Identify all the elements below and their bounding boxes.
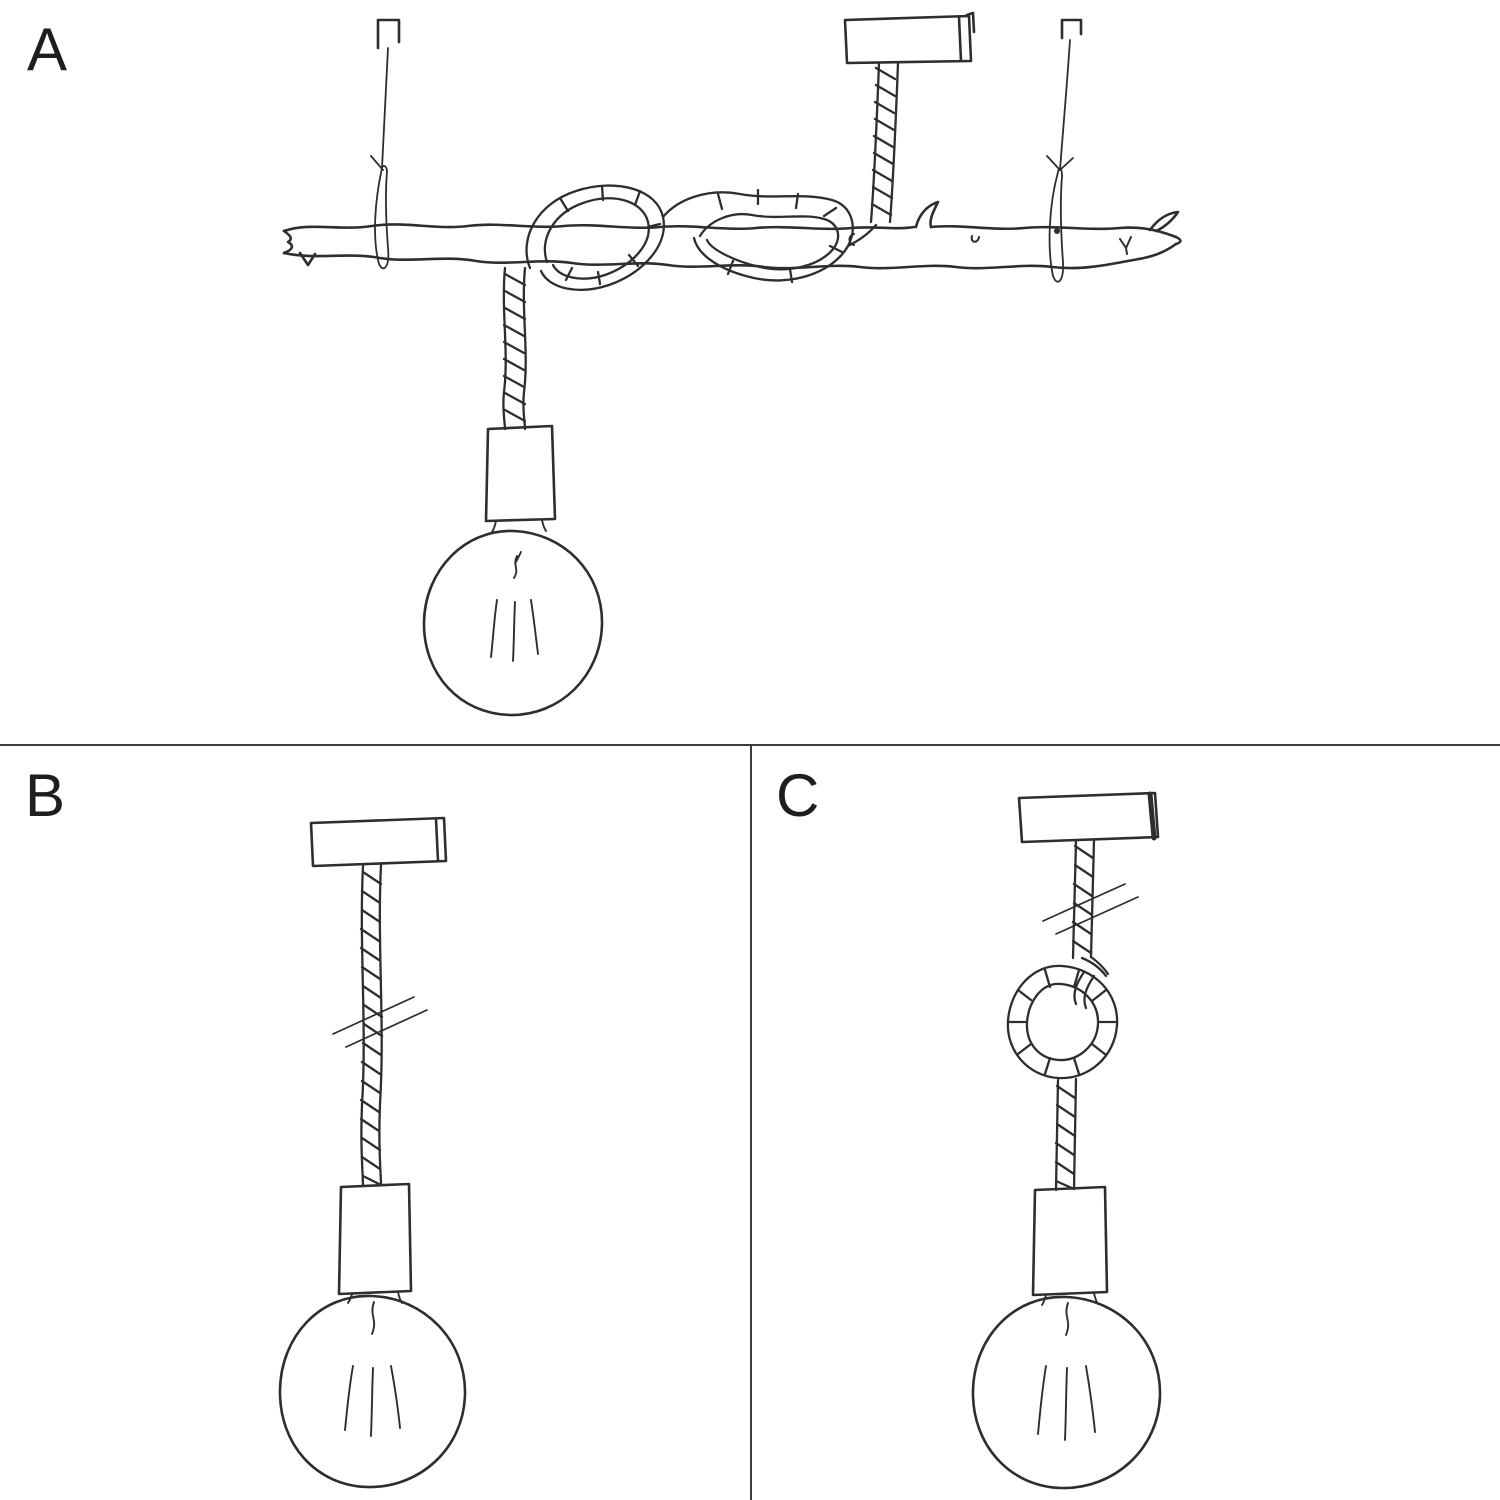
ceiling-rose-a bbox=[843, 11, 976, 65]
branch-texture-marks bbox=[848, 233, 1132, 255]
light-bulb-b bbox=[278, 1291, 467, 1489]
light-bulb-a bbox=[422, 519, 604, 717]
rope-a-lower bbox=[502, 266, 527, 431]
panel-a-label: A bbox=[27, 16, 69, 83]
suspension-wire-left bbox=[370, 47, 390, 270]
ceiling-rose-b bbox=[309, 816, 448, 868]
bulb-c-filament bbox=[1037, 1292, 1099, 1441]
bulb-a-filament bbox=[490, 519, 547, 662]
rope-c-upper bbox=[1071, 838, 1096, 960]
rope-break-mark-c bbox=[1042, 883, 1139, 935]
vertical-divider bbox=[750, 746, 752, 1500]
branch-end-fork bbox=[282, 229, 294, 255]
panel-c-drawing bbox=[971, 791, 1162, 1490]
rope-coil bbox=[525, 184, 878, 291]
branch-twig bbox=[914, 200, 940, 229]
bulb-b-filament bbox=[344, 1291, 403, 1437]
rope-break-mark-b bbox=[332, 996, 428, 1048]
ceiling-bracket-right bbox=[1060, 18, 1083, 40]
branch-twig-right bbox=[1148, 210, 1180, 233]
rope-knot bbox=[1006, 955, 1119, 1080]
rope-a-upper bbox=[869, 61, 900, 224]
lamp-socket-a bbox=[484, 424, 557, 523]
rope-b bbox=[359, 863, 384, 1188]
lamp-socket-b bbox=[337, 1182, 413, 1296]
panel-b-drawing bbox=[278, 816, 467, 1489]
lamp-socket-c bbox=[1031, 1185, 1109, 1297]
wire-knot-dot bbox=[1054, 228, 1060, 234]
drawing-root bbox=[278, 11, 1182, 1490]
rope-c-lower bbox=[1054, 1077, 1078, 1192]
horizontal-divider bbox=[0, 744, 1500, 746]
panel-c-label: C bbox=[776, 762, 821, 829]
suspension-wire-right bbox=[1046, 39, 1074, 283]
panel-a-drawing bbox=[282, 11, 1182, 717]
ceiling-rose-c bbox=[1017, 791, 1160, 844]
light-bulb-c bbox=[971, 1292, 1162, 1490]
panel-b-label: B bbox=[25, 762, 67, 829]
ceiling-bracket-left bbox=[376, 18, 401, 50]
